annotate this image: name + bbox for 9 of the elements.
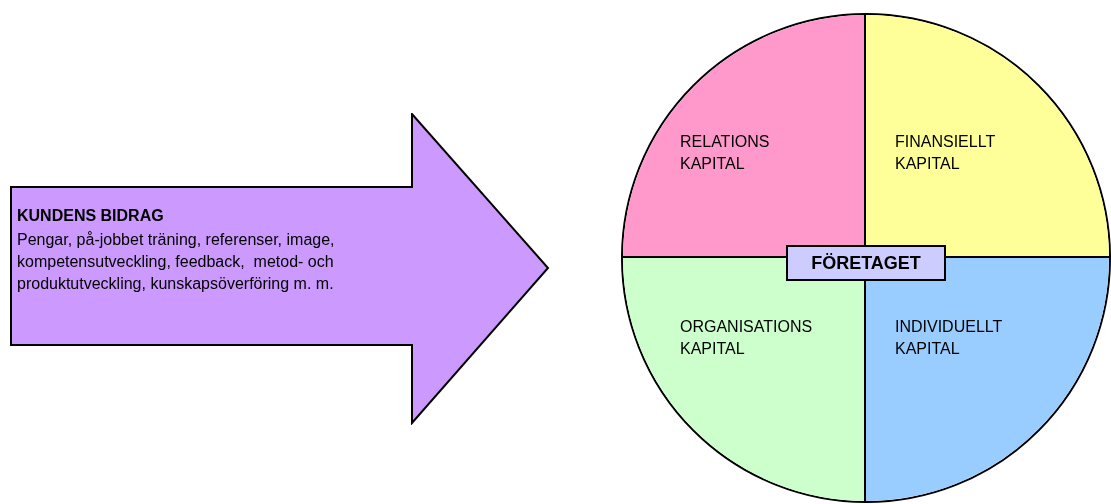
quadrant-label: ORGANISATIONS KAPITAL bbox=[680, 317, 813, 359]
heading: KUNDENS BIDRAG bbox=[17, 206, 164, 226]
block-arrow bbox=[10, 113, 550, 425]
description-text: Pengar, på-jobbet träning, referenser, image, kompetensutveckling, feedback, metod- och produktutveckling, kunskapsöverföring m. m. bbox=[17, 230, 336, 294]
quadrant-label: RELATIONS KAPITAL bbox=[680, 132, 770, 174]
quadrant-label: FINANSIELLT KAPITAL bbox=[895, 132, 995, 174]
center-label: FÖRETAGET bbox=[786, 245, 946, 281]
circle-diagram bbox=[621, 13, 1111, 503]
quadrant-label: INDIVIDUELLT KAPITAL bbox=[895, 317, 1002, 359]
